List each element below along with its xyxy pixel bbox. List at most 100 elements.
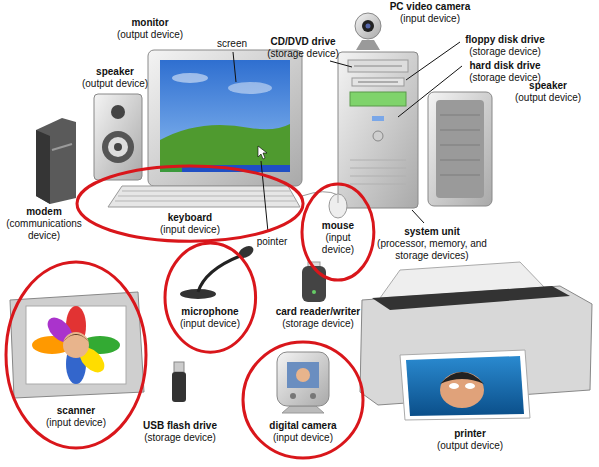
ring-text-group: digital camera(input device)	[248, 420, 358, 444]
monitor-figure	[228, 82, 272, 94]
ring-ellipse	[6, 262, 146, 448]
leader-line	[261, 161, 268, 232]
modem-figure	[36, 118, 76, 204]
digital-camera-figure	[287, 362, 319, 388]
device-label: CD/DVD drive	[238, 36, 368, 48]
device-label: (output device)	[483, 92, 599, 104]
device-label: (storage device)	[238, 48, 368, 60]
card-reader-figure	[312, 290, 316, 294]
printer-figure	[440, 372, 484, 408]
webcam-figure	[355, 13, 381, 39]
digital-camera-figure	[290, 393, 296, 399]
usb-drive-figure	[172, 362, 186, 402]
speaker-figure	[428, 92, 492, 206]
monitor-figure	[160, 124, 290, 166]
scanner-figure	[63, 332, 89, 358]
usb-drive-figure	[172, 372, 186, 402]
device-label: (storage device)	[115, 432, 245, 444]
system-unit-figure	[373, 131, 383, 141]
leader-line	[398, 66, 462, 117]
system-unit-figure	[338, 52, 418, 208]
modem-figure	[52, 144, 72, 150]
ring-ellipse	[302, 184, 374, 280]
input-device-ring: microphone(input device)	[163, 241, 258, 354]
digital-camera-figure	[277, 352, 329, 406]
modem-figure	[36, 130, 50, 204]
keyboard-figure	[108, 186, 300, 207]
monitor-figure	[160, 60, 290, 172]
device-label: USB flash drive	[115, 420, 245, 432]
system-unit-figure	[338, 52, 418, 208]
device-label: PC video camera	[365, 1, 495, 13]
scanner-figure	[63, 334, 89, 342]
webcam-figure	[356, 40, 380, 50]
system-unit-figure	[372, 116, 384, 121]
speaker-figure	[440, 115, 480, 116]
system-unit-figure	[350, 176, 406, 177]
device-label: speaker	[50, 66, 180, 78]
device-label: (output device)	[405, 440, 535, 452]
speaker-figure	[440, 130, 480, 131]
webcam-figure	[366, 24, 371, 29]
usb-drive-figure	[174, 362, 184, 372]
device-label: hard disk drive	[440, 60, 570, 72]
monitor-figure	[148, 50, 302, 194]
device-label: scanner	[57, 405, 95, 417]
device-label: speaker	[483, 80, 599, 92]
printer-figure	[465, 383, 475, 389]
speaker-figure	[440, 145, 480, 146]
leader-line	[233, 42, 462, 232]
system-unit-figure	[350, 92, 406, 106]
scanner-figure	[26, 306, 126, 384]
scanner-figure	[10, 292, 144, 398]
speaker-figure	[440, 160, 480, 161]
ring-text-group: keyboard(input device)	[115, 212, 265, 236]
speaker-figure	[436, 100, 484, 198]
system-unit-figure	[358, 82, 398, 83]
keyboard-figure	[122, 191, 290, 192]
printer-figure	[406, 356, 524, 416]
mouse-figure	[338, 195, 339, 203]
device-label: card reader/writer	[253, 306, 383, 318]
device-label: monitor	[85, 17, 215, 29]
mouse-figure	[302, 192, 338, 196]
printer-figure	[360, 262, 592, 420]
monitor-figure	[258, 146, 267, 159]
device-label: keyboard	[168, 212, 212, 224]
device-label: microphone	[181, 306, 238, 318]
input-device-ring: mouse(input device)	[300, 182, 376, 282]
ring-text-group: microphone(input device)	[166, 306, 254, 330]
printer-figure	[400, 350, 530, 420]
modem-figure	[36, 118, 76, 204]
scanner-figure	[10, 292, 144, 398]
webcam-figure	[362, 20, 374, 32]
device-label: (input device)	[160, 224, 220, 236]
speaker-figure	[94, 94, 142, 180]
speaker-figure	[94, 94, 142, 180]
printer-figure	[372, 286, 570, 310]
printer-figure	[440, 372, 484, 384]
speaker-figure	[440, 175, 480, 176]
device-label: (storage device)	[253, 318, 383, 330]
microphone-figure	[198, 256, 240, 292]
speaker-figure	[102, 131, 134, 163]
device-label: (input device)	[365, 13, 495, 25]
system-unit-figure	[350, 168, 406, 169]
keyboard-figure	[108, 186, 300, 207]
speaker-figure	[114, 143, 122, 151]
device-label: mouse	[322, 220, 354, 232]
ring-ellipse	[165, 243, 256, 352]
device-label: (input device)	[46, 417, 106, 429]
ring-outline	[163, 241, 258, 354]
device-label: (storage device)	[440, 46, 570, 58]
card-reader-figure	[302, 266, 326, 302]
speaker-figure	[108, 137, 128, 157]
system-unit-figure	[354, 66, 402, 67]
ring-ellipse	[243, 342, 363, 458]
device-label: digital camera	[269, 420, 336, 432]
speaker-figure	[111, 105, 125, 119]
system-unit-figure	[352, 78, 404, 86]
input-device-ring: digital camera(input device)	[241, 340, 365, 460]
device-label: (input device)	[313, 232, 363, 256]
